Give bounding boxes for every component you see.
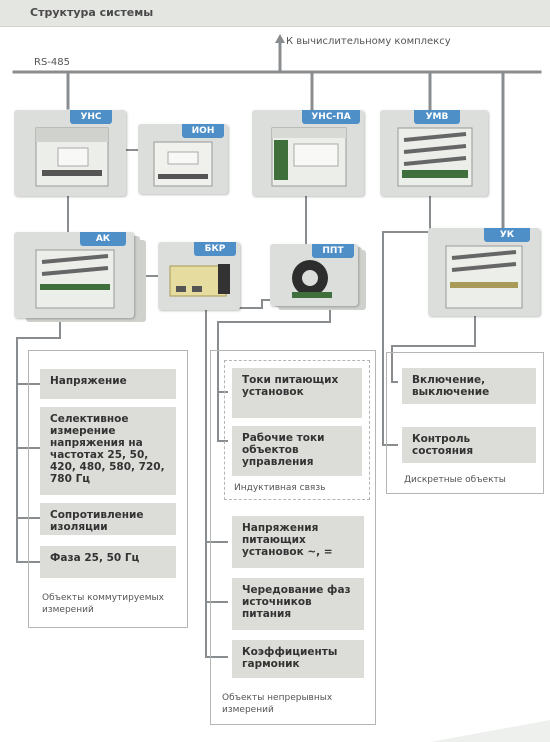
device-uns-pa-image [271, 127, 347, 187]
caption-discrete: Дискретные объекты [404, 475, 506, 485]
item-selective-voltage: Селективное измерение напряжения на част… [40, 407, 176, 495]
device-ppt-image [292, 260, 332, 298]
tag-umv: УМВ [414, 110, 460, 124]
device-uk-image [445, 245, 523, 309]
tag-ak: АК [80, 232, 126, 246]
tag-ion: ИОН [182, 124, 224, 138]
tag-bkr: БКР [194, 242, 236, 256]
device-bkr-image [169, 264, 230, 297]
device-ak-image [35, 249, 115, 309]
link-ppt-inductive [217, 304, 331, 442]
device-uns-image [35, 127, 109, 187]
tag-ppt: ППТ [312, 244, 354, 258]
link-ak-switched [16, 318, 61, 563]
item-supply-voltages: Напряжения питающих установок ~, = [232, 516, 364, 568]
item-state-control: Контроль состояния [402, 427, 536, 463]
device-ion-image [153, 141, 213, 187]
device-ak: АК [14, 232, 134, 318]
corner-decoration [430, 720, 550, 742]
item-harmonics: Коэффициенты гармоник [232, 640, 364, 678]
tag-uns: УНС [70, 110, 112, 124]
item-phase-sequence: Чередование фаз источников питания [232, 578, 364, 630]
device-ppt: ППТ [270, 244, 358, 306]
group-inductive [224, 360, 370, 500]
device-ion: ИОН [138, 124, 228, 194]
group-discrete [386, 352, 544, 494]
device-uns-pa: УНС-ПА [252, 110, 364, 196]
page-title: Структура системы [30, 6, 154, 19]
item-phase: Фаза 25, 50 Гц [40, 546, 176, 578]
caption-continuous: Объекты непрерывных измерений [222, 693, 333, 715]
device-umv: УМВ [380, 110, 488, 196]
uplink-arrow [275, 34, 285, 43]
header-bar: Структура системы [0, 0, 550, 27]
caption-switched: Объекты коммутируемых измерений [42, 593, 164, 615]
device-bkr: БКР [158, 242, 240, 310]
device-umv-image [397, 127, 473, 187]
caption-inductive: Индуктивная связь [234, 483, 326, 493]
item-insulation: Сопротивление изоляции [40, 503, 176, 535]
item-on-off: Включение, выключение [402, 368, 536, 404]
link-umv-discrete [382, 196, 431, 446]
tag-uns-pa: УНС-ПА [302, 110, 360, 124]
item-supply-currents: Токи питающих установок [232, 368, 362, 418]
bus-label: RS-485 [34, 57, 70, 68]
device-uk: УК [428, 228, 540, 316]
group-continuous [210, 350, 376, 725]
uplink-label: К вычислительному комплексу [286, 36, 451, 47]
tag-uk: УК [484, 228, 530, 242]
device-uns: УНС [14, 110, 126, 196]
link-uk-discrete [391, 316, 476, 383]
group-switched [28, 350, 188, 628]
item-operating-currents: Рабочие токи объектов управления [232, 426, 362, 476]
item-voltage: Напряжение [40, 369, 176, 399]
